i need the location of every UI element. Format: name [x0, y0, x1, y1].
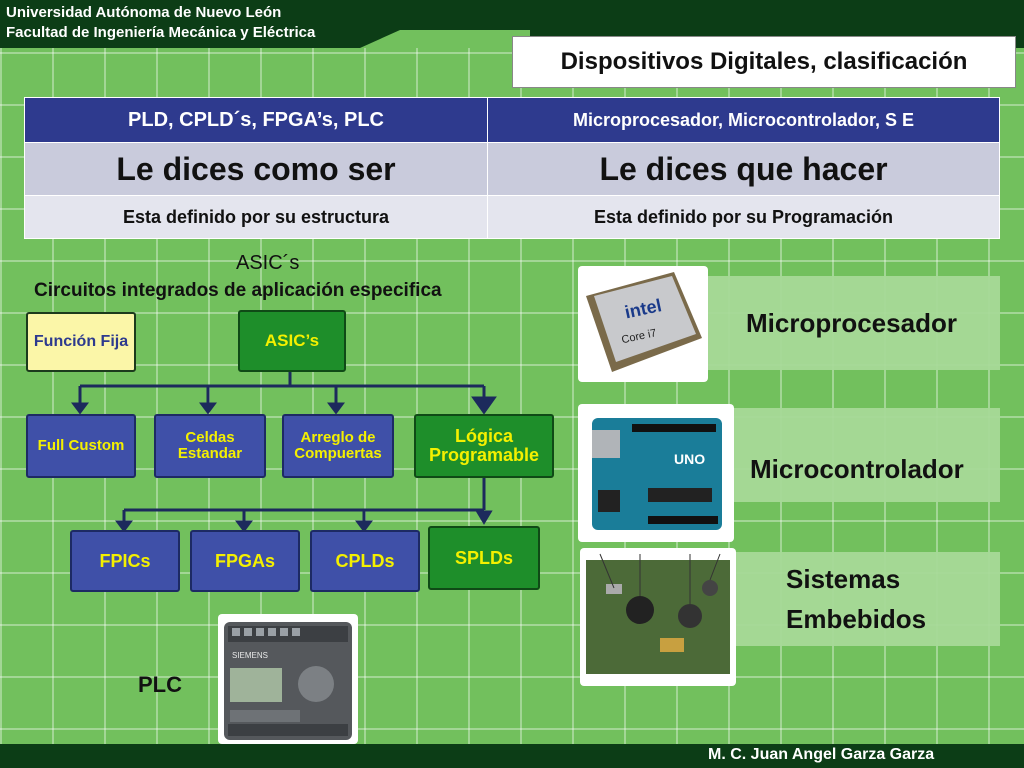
embedded-board-image [580, 548, 736, 686]
microprocesador-panel [700, 276, 1000, 370]
fpgas-box: FPGAs [190, 530, 300, 592]
table-cell: Le dices que hacer [487, 142, 1000, 196]
full-custom-box: Full Custom [26, 414, 136, 478]
plc-device-icon: SIEMENS [224, 622, 352, 740]
arduino-board-icon: UNO [592, 418, 722, 530]
table-row: Esta definido por su estructura Esta def… [24, 195, 1000, 239]
table-header-row: PLD, CPLD´s, FPGA’s, PLC Microprocesador… [24, 97, 1000, 143]
table-header-cell: Microprocesador, Microcontrolador, S E [487, 97, 1000, 143]
table-row: Le dices como ser Le dices que hacer [24, 142, 1000, 196]
microprocesador-label: Microprocesador [746, 308, 957, 338]
comparison-table: PLD, CPLD´s, FPGA’s, PLC Microprocesador… [24, 97, 1000, 239]
embedded-board-icon [586, 553, 730, 674]
faculty-name: Facultad de Ingeniería Mecánica y Eléctr… [6, 24, 316, 41]
asic-subtitle: Circuitos integrados de aplicación espec… [34, 280, 442, 301]
table-cell: Esta definido por su Programación [487, 195, 1000, 239]
university-name: Universidad Autónoma de Nuevo León [6, 4, 282, 21]
fpics-box: FPICs [70, 530, 180, 592]
sistemas-embebidos-panel [700, 552, 1000, 646]
cplds-box: CPLDs [310, 530, 420, 592]
logica-programable-box: Lógica Programable [414, 414, 554, 478]
plc-label: PLC [138, 672, 182, 697]
sistemas-label: Sistemas [786, 564, 901, 594]
funcion-fija-box: Función Fija [26, 312, 136, 372]
table-cell: Le dices como ser [24, 142, 488, 196]
asics-box: ASIC’s [238, 310, 346, 372]
arreglo-compuertas-box: Arreglo de Compuertas [282, 414, 394, 478]
splds-box: SPLDs [428, 526, 540, 590]
plc-brand-text: SIEMENS [232, 651, 268, 660]
plc-image: SIEMENS [218, 614, 358, 744]
table-header-cell: PLD, CPLD´s, FPGA’s, PLC [24, 97, 488, 143]
top-bar-wedge [360, 30, 530, 48]
cpu-chip-icon: intel Core i7 [586, 272, 702, 372]
arduino-text: UNO [674, 451, 705, 467]
arduino-image: UNO [578, 404, 734, 542]
embebidos-label: Embebidos [786, 604, 927, 634]
asic-heading: ASIC´s [236, 252, 300, 274]
bottom-bar [0, 744, 1024, 768]
table-cell: Esta definido por su estructura [24, 195, 488, 239]
slide-title: Dispositivos Digitales, clasificación [512, 36, 1016, 88]
intel-cpu-image: intel Core i7 [578, 266, 708, 382]
author-name: M. C. Juan Angel Garza Garza [708, 746, 935, 763]
microcontrolador-label: Microcontrolador [750, 454, 964, 484]
microcontrolador-panel [700, 408, 1000, 502]
celdas-estandar-box: Celdas Estandar [154, 414, 266, 478]
